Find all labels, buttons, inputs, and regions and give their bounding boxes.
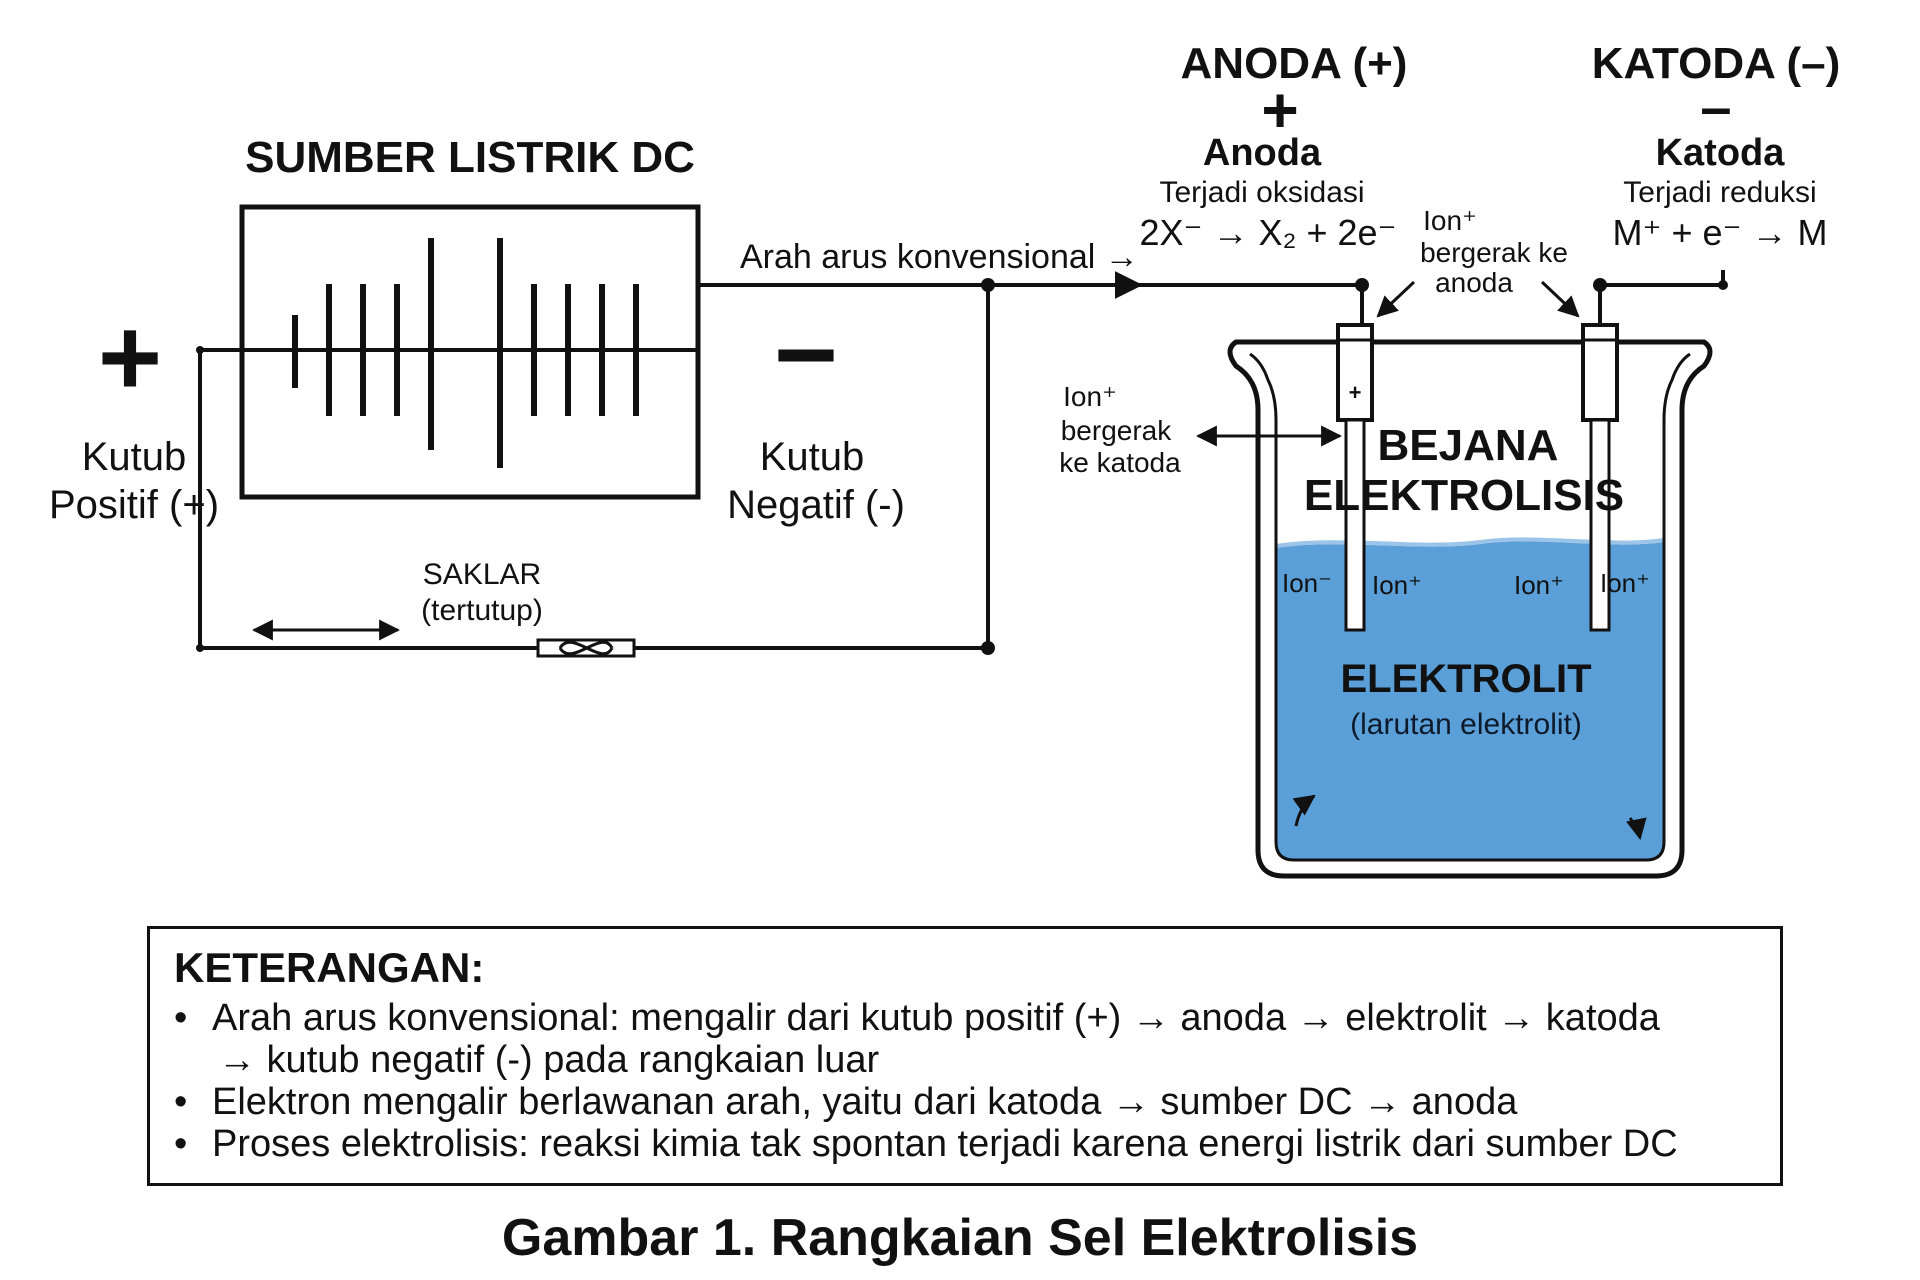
- ion-to-anode-arrow-icon: [1376, 280, 1416, 318]
- legend-title: KETERANGAN:: [174, 944, 485, 991]
- negative-terminal-label-1: Kutub: [760, 435, 865, 479]
- anode-process: Terjadi oksidasi: [1159, 176, 1364, 209]
- switch-icon: [536, 638, 636, 658]
- conventional-current-label: Arah arus konvensional →: [740, 238, 1139, 276]
- anode-name: Anoda: [1203, 132, 1322, 174]
- source-title: SUMBER LISTRIK DC: [245, 133, 695, 182]
- ion-to-cathode-side-arrow-icon: [1540, 280, 1580, 318]
- ion-label-anion-left: Ion⁻: [1282, 568, 1332, 598]
- cathode-process: Terjadi reduksi: [1623, 176, 1816, 209]
- circuit-wires: [196, 270, 1728, 655]
- ion-to-anode-label-3: anoda: [1435, 267, 1513, 298]
- legend-list: Arah arus konvensional: mengalir dari ku…: [174, 997, 1756, 1165]
- cathode-electrode: [1581, 323, 1619, 632]
- cathode-symbol: –: [1700, 75, 1731, 138]
- switch-label-1: SAKLAR: [423, 558, 541, 591]
- anode-header: ANODA (+): [1181, 39, 1408, 88]
- ion-to-anode-label-1: Ion⁺: [1423, 205, 1477, 236]
- ion-to-anode-label-2: bergerak ke: [1420, 237, 1568, 268]
- cathode-reaction: M⁺ + e⁻ → M: [1612, 212, 1827, 253]
- legend-item-current-line-2: → kutub negatif (-) pada rangkaian luar: [218, 1039, 880, 1081]
- legend-box: KETERANGAN: Arah arus konvensional: meng…: [147, 926, 1783, 1186]
- ion-label-cation-anode: Ion⁺: [1372, 570, 1422, 600]
- svg-text:+: +: [1349, 380, 1362, 405]
- anode-reaction: 2X⁻ → X₂ + 2e⁻: [1139, 212, 1396, 253]
- anode-symbol: +: [1261, 74, 1298, 146]
- ion-to-cathode-label-3: ke katoda: [1059, 447, 1181, 478]
- ion-to-cathode-label-2: bergerak: [1061, 415, 1173, 446]
- negative-terminal-label-2: Negatif (-): [727, 483, 905, 527]
- electrolyte-liquid: [1276, 541, 1664, 860]
- cathode-header: KATODA (–): [1592, 39, 1841, 88]
- vessel-label-1: BEJANA: [1378, 421, 1559, 470]
- figure-caption: Gambar 1. Rangkaian Sel Elektrolisis: [501, 1209, 1419, 1267]
- ion-label-cation-right: Ion⁺: [1600, 568, 1650, 598]
- electrolysis-vessel: [1227, 339, 1713, 879]
- positive-terminal-label-2: Positif (+): [49, 483, 219, 527]
- positive-terminal-symbol: +: [98, 296, 162, 419]
- vessel-label-2: ELEKTROLISIS: [1304, 471, 1624, 520]
- legend-item-electron: Elektron mengalir berlawanan arah, yaitu…: [174, 1081, 1756, 1123]
- legend-item-process: Proses elektrolisis: reaksi kimia tak sp…: [174, 1123, 1756, 1165]
- anode-electrode: +: [1336, 323, 1374, 632]
- switch-label-2: (tertutup): [421, 594, 543, 627]
- electrolyte-label: ELEKTROLIT: [1340, 657, 1591, 701]
- positive-terminal-label-1: Kutub: [82, 435, 187, 479]
- legend-item-current: Arah arus konvensional: mengalir dari ku…: [174, 997, 1756, 1081]
- electrolyte-sublabel: (larutan elektrolit): [1350, 708, 1582, 741]
- battery-cells: [242, 238, 698, 468]
- negative-terminal-symbol: −: [774, 293, 838, 416]
- ion-label-cation-cathode: Ion⁺: [1514, 570, 1564, 600]
- cathode-name: Katoda: [1656, 132, 1786, 174]
- legend-item-current-line-1: Arah arus konvensional: mengalir dari ku…: [212, 997, 1660, 1039]
- ion-to-cathode-label-1: Ion⁺: [1063, 381, 1117, 412]
